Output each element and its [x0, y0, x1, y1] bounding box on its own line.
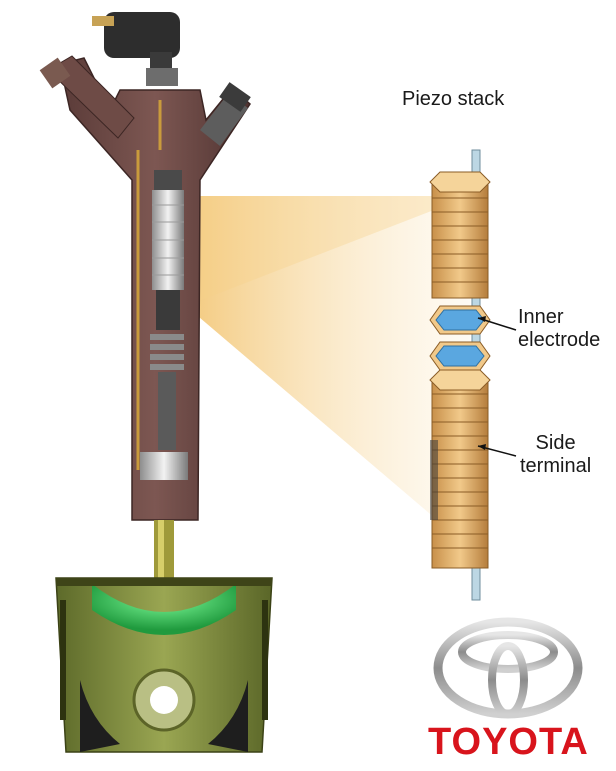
toyota-emblem-icon [433, 617, 583, 719]
inner-electrode-label-line1: Inner [518, 306, 564, 328]
inner-electrode-label: Inner electrode [518, 306, 600, 352]
side-terminal-label-line2: terminal [520, 455, 592, 477]
piston [55, 577, 273, 753]
piezo-stack-detail [429, 149, 517, 601]
side-terminal-label: Side terminal [520, 432, 591, 478]
piezo-stack-label: Piezo stack [402, 88, 505, 110]
side-terminal-label-line1: Side [535, 432, 576, 454]
inner-electrode-label-line2: electrode [518, 329, 601, 351]
toyota-wordmark: TOYOTA [428, 721, 589, 763]
injector [39, 12, 251, 578]
magnification-beam [186, 196, 470, 548]
